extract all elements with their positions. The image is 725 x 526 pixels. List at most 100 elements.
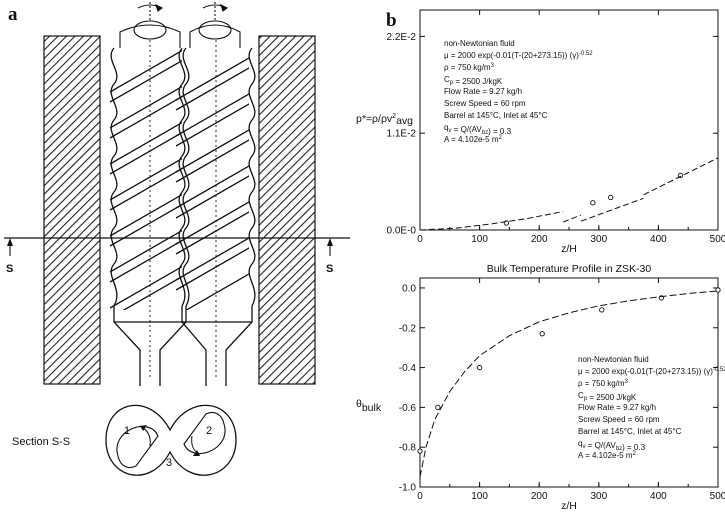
section-marker-right: S (326, 263, 333, 275)
annotation-line-part: non-Newtonian fluid (578, 355, 649, 364)
y-tick-label: 2.2E-2 (387, 32, 417, 43)
model-curve-segment (562, 214, 582, 223)
data-point (590, 200, 596, 206)
y-tick-label: -0.8 (399, 443, 417, 454)
annotation-line: Barrel at 145°C, Inlet at 45°C (578, 427, 682, 436)
annotation-line-part: = Q/(AV (585, 441, 616, 450)
data-point (608, 194, 614, 201)
model-curve-segment (580, 197, 644, 222)
annotation-line-part: -0.52 (713, 367, 725, 373)
y-label-sub: avg (396, 115, 413, 127)
left-barrel-wall (43, 35, 101, 385)
annotation-line-part: 2 (498, 135, 502, 141)
x-tick-label: 500 (710, 234, 725, 245)
annotation-line-part: bz (616, 446, 622, 452)
y-tick-label: -0.2 (399, 323, 417, 334)
drive-shafts (119, 2, 241, 48)
data-point (435, 404, 441, 411)
annotation-line-part: = Q/(AV (451, 125, 482, 134)
annotation-line: μ = 2000 exp(-0.01(T-(20+273.15)) (γ)-0.… (444, 51, 593, 60)
x-tick-label: 100 (471, 234, 488, 245)
annotation-line-part: p (450, 80, 454, 86)
annotation-line: Barrel at 145°C, Inlet at 45°C (444, 111, 548, 120)
annotation-line: A = 4.102e-5 m2 (578, 451, 636, 460)
model-curve-segment (455, 223, 492, 229)
annotation-line-part: bz (482, 130, 488, 136)
data-point (715, 287, 721, 293)
annotation-line-part: Barrel at 145°C, Inlet at 45°C (578, 427, 682, 436)
x-axis-label: z/H (561, 243, 577, 255)
x-tick-label: 400 (650, 491, 667, 502)
annotation-line-part: ) = 0.3 (488, 127, 511, 136)
annotation-line-part: ) = 0.3 (622, 443, 645, 452)
plot-frame (419, 277, 719, 488)
data-point (417, 448, 423, 454)
y-tick-label: 1.1E-2 (387, 129, 417, 140)
lobe-label-1: 1 (124, 425, 130, 437)
annotation-line-part: C (444, 75, 450, 84)
lobe-label-2: 2 (206, 425, 212, 437)
annotation-line: Flow Rate = 9.27 kg/h (444, 87, 522, 96)
y-label-main: θ (356, 398, 362, 410)
annotation-line-part: Screw Speed = 60 rpm (444, 99, 526, 108)
model-curve-segment (419, 227, 456, 231)
annotation-line-part: = 2500 J/kgK (587, 393, 637, 402)
annotation-line: Flow Rate = 9.27 kg/h (578, 403, 656, 412)
y-tick-label: 0.0E-0 (387, 226, 417, 237)
x-tick-label: 0 (417, 491, 423, 502)
annotation-line: non-Newtonian fluid (444, 39, 515, 48)
y-tick-label: 0.0 (402, 283, 416, 294)
x-tick-label: 500 (710, 491, 725, 502)
annotation-line: ρ = 750 kg/m3 (578, 379, 629, 388)
annotation-line-part: p (584, 396, 588, 402)
annotation-line-part: 2 (632, 451, 636, 457)
y-tick-label: -0.4 (399, 363, 417, 374)
annotation-line-part: Barrel at 145°C, Inlet at 45°C (444, 111, 548, 120)
x-tick-label: 300 (590, 491, 607, 502)
annotation-line: Cp = 2500 J/kgK (578, 391, 637, 402)
y-tick-label: -0.6 (399, 403, 417, 414)
model-curve (419, 290, 719, 478)
chart-title: Bulk Temperature Profile in ZSK-30 (487, 263, 652, 275)
y-label-main: p*=ρ/ρv (356, 113, 393, 125)
annotation-line-part: Flow Rate = 9.27 kg/h (578, 403, 656, 412)
annotation-line-part: = 2500 J/kgK (453, 77, 503, 86)
y-tick-label: -1.0 (399, 483, 417, 494)
annotation-line-part: q (578, 439, 582, 448)
annotation-line: non-Newtonian fluid (578, 355, 649, 364)
panel-b-label: b (386, 10, 397, 31)
annotation-line: qv = Q/(AVbz) = 0.3 (578, 439, 646, 452)
x-tick-label: 200 (531, 234, 548, 245)
annotation-line-part: v (448, 128, 451, 134)
model-curve-segment (643, 157, 719, 196)
y-label-sup: 2 (392, 113, 396, 120)
right-barrel-wall (258, 35, 316, 385)
annotation-line-part: -0.52 (579, 51, 593, 57)
annotation-line: μ = 2000 exp(-0.01(T-(20+273.15)) (γ)-0.… (578, 367, 725, 376)
annotation-line: A = 4.102e-5 m2 (444, 135, 502, 144)
model-curve-segment (527, 211, 564, 220)
section-caption: Section S-S (12, 436, 70, 448)
model-curve-segment (491, 218, 528, 225)
y-axis-label: θbulk (356, 398, 382, 414)
annotation-line-part: μ = 2000 exp(-0.01(T-(20+273.15)) (γ) (578, 367, 713, 376)
annotation-line-part: 3 (491, 63, 495, 69)
annotation-line-part: A = 4.102e-5 m (578, 451, 633, 460)
x-tick-label: 400 (650, 234, 667, 245)
section-marker-left: S (6, 263, 13, 275)
annotation-line-part: v (582, 444, 585, 450)
panel-a-label: a (8, 4, 18, 25)
annotation-line-part: A = 4.102e-5 m (444, 135, 499, 144)
annotation-line: Cp = 2500 J/kgK (444, 75, 503, 86)
annotation-line-part: ρ = 750 kg/m (444, 63, 491, 72)
annotation-line-part: Screw Speed = 60 rpm (578, 415, 660, 424)
annotation-line-part: non-Newtonian fluid (444, 39, 515, 48)
x-tick-label: 100 (471, 491, 488, 502)
annotation-line: qv = Q/(AVbz) = 0.3 (444, 123, 512, 136)
annotation-line: Screw Speed = 60 rpm (444, 99, 526, 108)
data-point (539, 331, 545, 337)
annotation-line-part: Flow Rate = 9.27 kg/h (444, 87, 522, 96)
